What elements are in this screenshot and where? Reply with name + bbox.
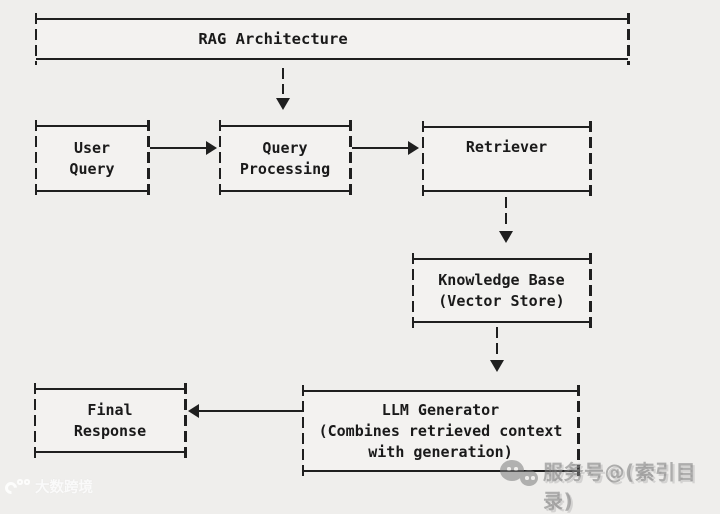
node-label: User	[73, 138, 111, 157]
node-label: Knowledge Base	[438, 270, 565, 289]
node-user-query: User Query	[34, 120, 150, 197]
arrowhead-down-icon	[490, 360, 504, 372]
node-label: Final	[87, 401, 133, 419]
node-label: Retriever	[465, 138, 548, 156]
arrowhead-right-icon	[408, 140, 419, 155]
arrow-shaft	[352, 146, 410, 149]
node-label: Processing	[239, 159, 331, 178]
arrow-llm-generator-to-final-response	[188, 403, 303, 418]
node-label: (Combines retrieved context	[318, 421, 563, 440]
arrow-query-processing-to-retriever	[352, 140, 419, 155]
arrow-shaft	[197, 409, 303, 412]
node-query-processing: Query Processing	[218, 120, 352, 197]
wechat-bubble-small	[520, 470, 538, 486]
arrowhead-left-icon	[188, 403, 199, 418]
dashu-logo-icon	[2, 478, 30, 497]
arrowhead-right-icon	[206, 140, 217, 155]
wechat-icon	[500, 460, 542, 487]
watermark-bottom-left-label: 大数跨境	[35, 480, 93, 496]
arrow-shaft	[504, 197, 508, 227]
node-rag-architecture: RAG Architecture	[34, 13, 630, 65]
node-label: RAG Architecture	[198, 29, 348, 48]
watermark-bottom-left: 大数跨境	[2, 476, 93, 497]
arrowhead-down-icon	[276, 98, 290, 110]
node-label: LLM Generator	[381, 400, 500, 419]
node-final-response: Final Response	[33, 383, 187, 458]
arrow-retriever-to-knowledge-base	[498, 197, 514, 243]
node-retriever: Retriever	[421, 121, 592, 197]
arrow-shaft	[495, 327, 499, 356]
arrow-user-query-to-query-processing	[150, 140, 217, 155]
node-label: with generation)	[368, 442, 513, 461]
wechat-bubble-large	[500, 460, 524, 481]
watermark-bottom-right: 服务号@(索引目录)	[543, 460, 697, 513]
node-label: (Vector Store)	[438, 291, 565, 310]
arrow-knowledge-base-to-llm-generator	[489, 327, 505, 372]
arrowhead-down-icon	[499, 231, 513, 243]
arrow-rag-to-query-processing	[275, 68, 291, 110]
node-label: Query	[69, 159, 115, 178]
diagram-canvas: RAG Architecture User Query Query Proces…	[2, 13, 696, 513]
node-label: Response	[73, 422, 147, 440]
node-label: Query	[262, 138, 308, 157]
node-llm-generator: LLM Generator (Combines retrieved contex…	[301, 385, 580, 477]
node-knowledge-base: Knowledge Base (Vector Store)	[411, 253, 592, 328]
arrow-shaft	[150, 146, 208, 149]
arrow-shaft	[281, 68, 285, 94]
